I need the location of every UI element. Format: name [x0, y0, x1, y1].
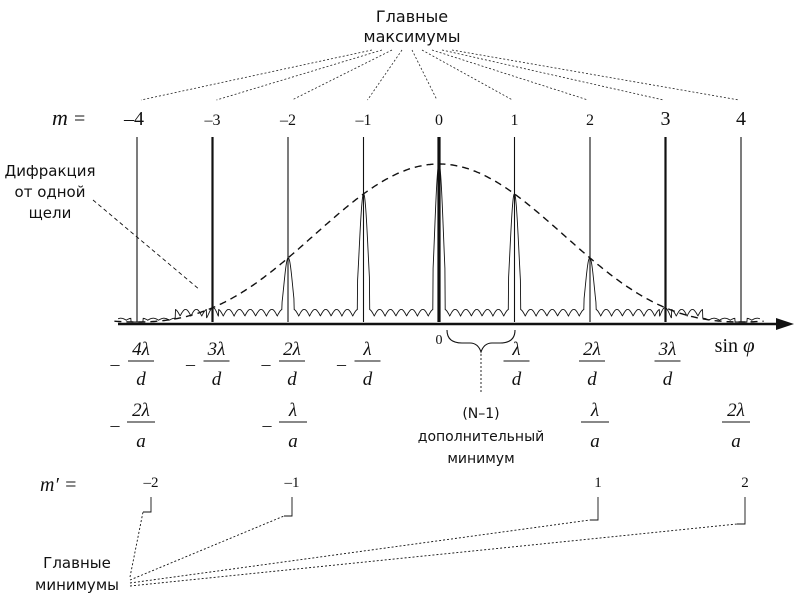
main-minima-label-line2: минимумы	[35, 576, 119, 594]
m-prime-values: –2 –1 1 2	[143, 475, 749, 491]
d-fraction-numerator: 4λ	[132, 339, 150, 360]
a-fraction-denominator: a	[136, 431, 146, 452]
m-prime-bracket	[590, 497, 599, 521]
single-slit-pointer	[92, 199, 201, 291]
main-minima-leader	[129, 519, 591, 584]
main-maxima-leader	[431, 49, 589, 101]
a-fraction-numerator: 2λ	[132, 400, 150, 421]
a-fraction-numerator: λ	[590, 400, 599, 421]
m-values: –4 –3 –2 –1 0 1 2 3 4	[123, 108, 746, 130]
main-maxima-leader	[216, 49, 383, 101]
d-fraction-numerator: 2λ	[283, 339, 301, 360]
intensity-curve	[117, 163, 761, 323]
d-fraction-denominator: d	[287, 369, 297, 390]
single-slit-label-line1: Дифракция	[4, 162, 95, 180]
d-fraction-sign: –	[110, 354, 121, 374]
d-fraction-denominator: d	[663, 369, 673, 390]
m-prime-bracket	[143, 497, 152, 513]
d-fraction-sign: –	[336, 354, 347, 374]
d-fraction-denominator: d	[587, 369, 597, 390]
a-fraction: –λa	[262, 400, 307, 452]
d-fraction-numerator: λ	[511, 339, 520, 360]
main-minima-leader	[129, 523, 738, 587]
m-prime-value: 2	[741, 475, 749, 491]
d-fraction: –λd	[336, 339, 381, 390]
additional-minimum-label-line2: дополнительный	[418, 429, 544, 445]
main-minima-leader	[129, 511, 144, 578]
additional-minimum-label-line1: (N–1)	[462, 406, 499, 422]
main-minima-label-line1: Главные	[43, 554, 111, 572]
d-fraction: λd	[503, 339, 530, 390]
d-fraction-numerator: 3λ	[207, 339, 226, 360]
d-fraction: 2λ d	[579, 339, 605, 390]
m-value: –4	[123, 108, 144, 130]
d-fraction: –2λ d	[261, 339, 305, 390]
main-maxima-leader	[441, 49, 664, 101]
additional-minimum-label-line3: минимум	[447, 451, 514, 467]
m-prime-value: –2	[143, 475, 159, 491]
d-fraction-denominator: d	[363, 369, 373, 390]
main-maxima-leader	[140, 49, 373, 101]
m-value: –2	[279, 112, 296, 129]
m-prime-value: 1	[594, 475, 602, 491]
single-slit-label-line2: от одной	[15, 183, 86, 201]
m-prime-bracket	[737, 497, 746, 525]
d-fraction-denominator: d	[212, 369, 222, 390]
m-symbol: m	[52, 105, 68, 130]
d-fraction-denominator: d	[512, 369, 522, 390]
a-fraction-sign: –	[262, 415, 273, 435]
m-value: –3	[204, 112, 221, 129]
m-value: 3	[661, 108, 671, 130]
d-fraction-numerator: 3λ	[658, 339, 677, 360]
main-maxima-label-line2: максимумы	[364, 27, 461, 46]
axis-arrow-icon	[776, 318, 794, 330]
axis-label-sin: sin	[715, 335, 738, 357]
d-fraction: –4λ d	[110, 339, 154, 390]
m-value: 2	[586, 112, 594, 129]
main-minima-connectors	[129, 497, 746, 587]
main-maxima-leader	[451, 49, 740, 101]
d-fraction: 3λ d	[654, 339, 681, 390]
additional-minima-brace	[446, 329, 516, 354]
main-maxima-leader	[411, 49, 438, 101]
m-value: 1	[511, 112, 519, 129]
m-value: 4	[736, 108, 746, 130]
m-prime-bracket	[284, 497, 293, 517]
a-fraction-denominator: a	[590, 431, 600, 452]
m-value: 0	[435, 112, 443, 129]
main-maxima-leader	[291, 49, 393, 101]
axis-origin: 0	[436, 333, 443, 348]
a-fraction-denominator: a	[731, 431, 741, 452]
d-fraction-sign: –	[185, 354, 196, 374]
m-value: –1	[355, 112, 372, 129]
d-fraction-denominator: d	[136, 369, 146, 390]
m-prime-label: m′ =	[40, 474, 77, 496]
main-maxima-leaders	[140, 49, 740, 101]
single-slit-label-line3: щели	[29, 204, 72, 222]
d-fraction-numerator: 2λ	[583, 339, 601, 360]
a-fraction: 2λ a	[722, 400, 750, 452]
d-fraction-sign: –	[261, 354, 272, 374]
m-prime-value: –1	[284, 475, 300, 491]
a-fraction: λa	[581, 400, 609, 452]
axis-label-phi: φ	[743, 333, 755, 357]
main-maxima-label-line1: Главные	[376, 7, 448, 26]
m-equals: =	[74, 108, 85, 130]
a-fraction-numerator: λ	[288, 400, 297, 421]
a-fraction-denominator: a	[288, 431, 298, 452]
d-fraction-numerator: λ	[362, 339, 371, 360]
a-fraction-sign: –	[110, 415, 121, 435]
main-minima-leader	[129, 515, 285, 581]
a-fraction: –2λ a	[110, 400, 155, 452]
main-maxima-leader	[367, 49, 403, 101]
main-maxima-leader	[421, 49, 513, 101]
a-fraction-numerator: 2λ	[727, 400, 745, 421]
principal-maxima-lines	[136, 137, 742, 322]
d-fraction: –3λ d	[185, 339, 230, 390]
